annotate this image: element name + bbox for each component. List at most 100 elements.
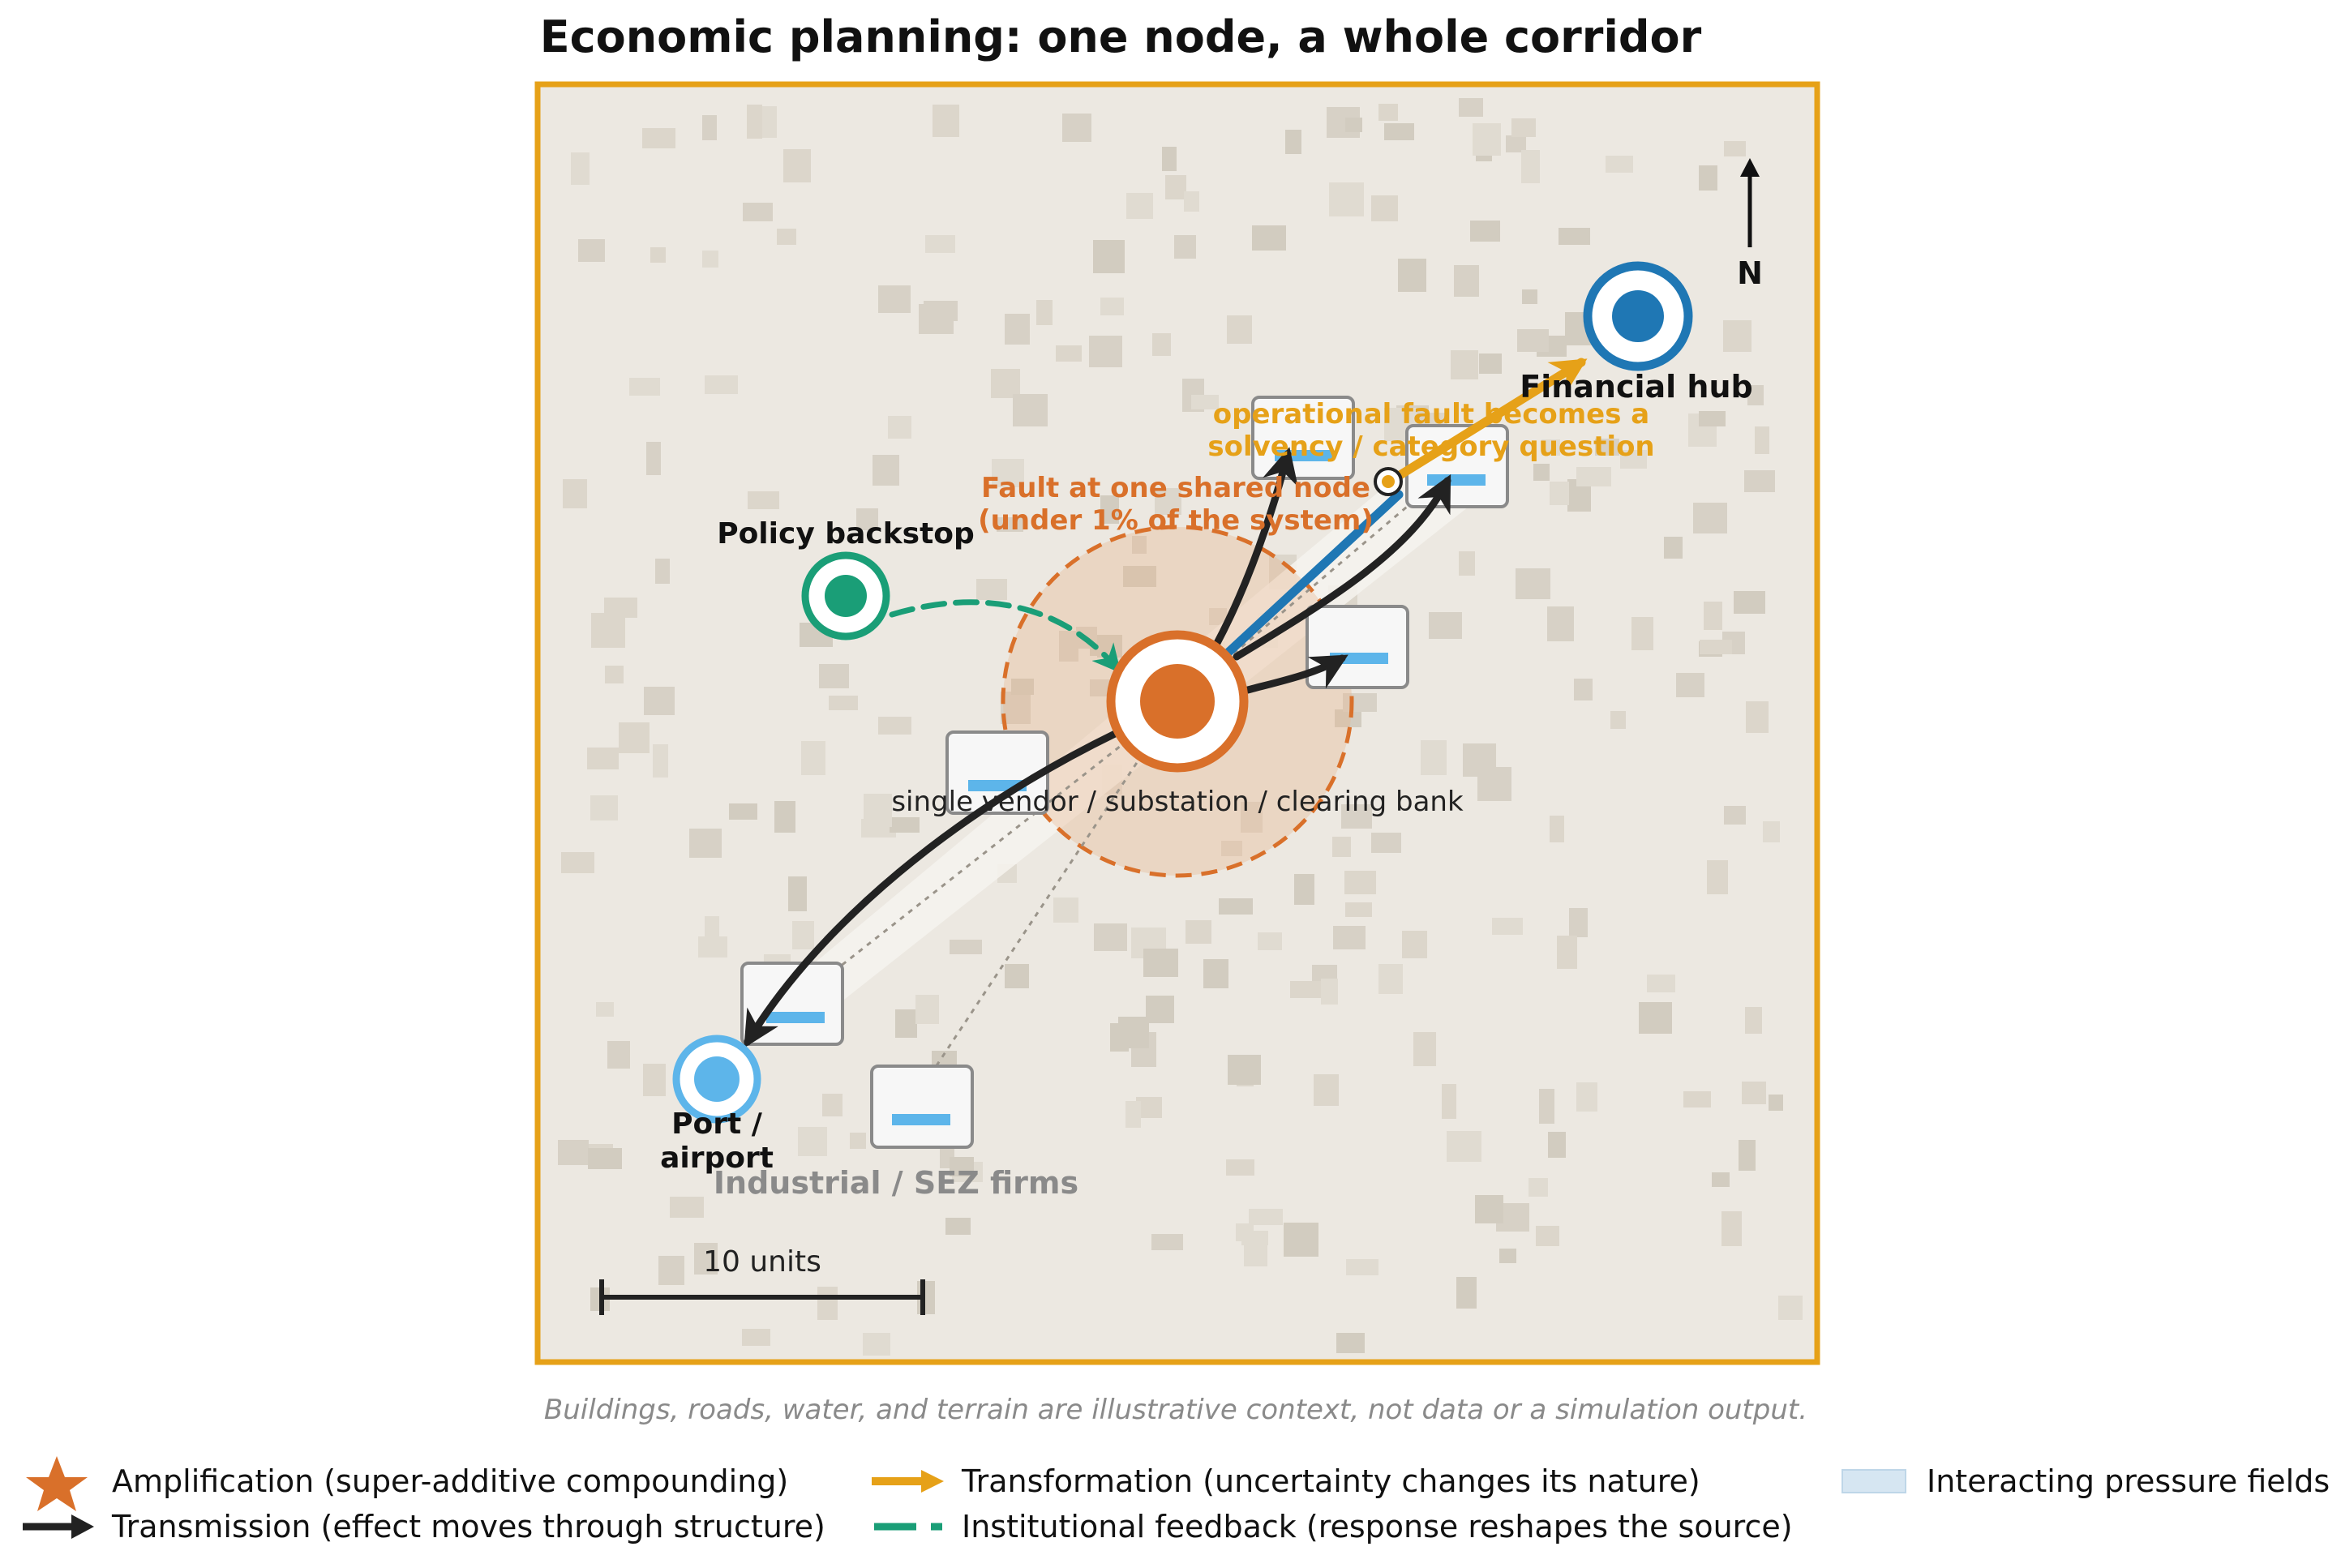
- building-block: [1451, 350, 1478, 379]
- legend-item-feedback: Institutional feedback (response reshape…: [874, 1509, 1793, 1544]
- port-airport-label-line2: airport: [660, 1142, 774, 1175]
- building-block: [1329, 182, 1364, 216]
- building-block: [1398, 259, 1426, 292]
- building-block: [1378, 104, 1398, 121]
- building-block: [997, 517, 1023, 532]
- building-block: [1506, 135, 1526, 152]
- legend-label: Institutional feedback (response reshape…: [962, 1509, 1793, 1544]
- building-block: [658, 1256, 684, 1285]
- building-block: [1664, 537, 1683, 559]
- building-block: [1746, 701, 1769, 733]
- building-block: [864, 794, 892, 827]
- building-block: [1516, 568, 1550, 599]
- legend-label: Amplification (super-additive compoundin…: [112, 1463, 788, 1499]
- building-block: [646, 442, 661, 475]
- building-block: [1345, 118, 1362, 132]
- building-block: [888, 416, 911, 439]
- building-block: [650, 247, 666, 263]
- building-block: [1576, 467, 1611, 486]
- building-block: [1100, 495, 1119, 524]
- building-block: [591, 613, 625, 648]
- building-block: [1146, 996, 1174, 1023]
- building-block: [607, 1041, 630, 1069]
- building-block: [945, 1218, 971, 1235]
- building-block: [792, 921, 814, 949]
- building-block: [1470, 221, 1500, 242]
- building-block: [829, 696, 858, 710]
- industrial-label: Industrial / SEZ firms: [714, 1165, 1078, 1201]
- building-block: [1132, 536, 1147, 554]
- building-block: [1683, 1091, 1711, 1107]
- building-block: [1341, 804, 1372, 829]
- building-block: [571, 152, 590, 185]
- transformation-arrow: [1383, 358, 1588, 487]
- building-block: [1402, 931, 1427, 958]
- building-block: [1371, 833, 1401, 853]
- building-block: [1742, 1082, 1766, 1104]
- building-block: [1739, 1140, 1756, 1171]
- building-block: [1335, 709, 1361, 727]
- building-block: [1384, 123, 1414, 140]
- building-block: [1321, 979, 1338, 1005]
- arrow-icon: [23, 1514, 94, 1539]
- building-block: [605, 666, 624, 683]
- building-block: [1721, 1211, 1742, 1246]
- building-block: [1647, 975, 1675, 992]
- building-block: [1631, 617, 1653, 650]
- building-block: [1371, 195, 1398, 221]
- building-block: [1676, 673, 1704, 697]
- building-block: [1557, 936, 1577, 969]
- fault-annotation-line2: (under 1% of the system): [978, 504, 1374, 537]
- building-block: [1429, 612, 1462, 639]
- legend-item-transformation: Transformation (uncertainty changes its …: [872, 1463, 1700, 1499]
- building-block: [1005, 314, 1030, 345]
- building-block: [1595, 439, 1619, 456]
- building-block: [1712, 1172, 1730, 1187]
- compass-label: N: [1737, 255, 1763, 291]
- building-block: [1294, 874, 1314, 905]
- building-block: [1100, 298, 1124, 315]
- building-block: [1036, 300, 1053, 325]
- building-block: [1699, 165, 1717, 191]
- building-block: [629, 378, 660, 396]
- building-block: [619, 722, 650, 753]
- orange-arrow-icon: [872, 1470, 944, 1493]
- building-block: [1226, 1159, 1254, 1176]
- building-block: [1747, 385, 1764, 405]
- building-block: [1089, 336, 1122, 367]
- asset-box-industrial: [870, 1065, 974, 1149]
- building-block: [1336, 1333, 1365, 1353]
- transformation-annotation-line2: solvency / category question: [1207, 431, 1654, 463]
- building-block: [1346, 1259, 1378, 1275]
- building-block: [1332, 837, 1351, 857]
- building-block: [798, 1127, 827, 1156]
- building-block: [1477, 767, 1511, 801]
- legend-item-amplification: Amplification (super-additive compoundin…: [26, 1456, 788, 1511]
- building-block: [1541, 439, 1560, 456]
- building-block: [1005, 964, 1029, 988]
- star-icon: [26, 1456, 88, 1511]
- building-block: [895, 1009, 917, 1038]
- building-block: [1723, 320, 1751, 352]
- building-block: [915, 995, 939, 1024]
- building-block: [1745, 1007, 1762, 1034]
- building-block: [1165, 175, 1186, 199]
- building-block: [1734, 591, 1765, 614]
- north-arrow-icon: [1740, 158, 1760, 247]
- building-block: [1203, 959, 1228, 988]
- building-block: [850, 1133, 866, 1149]
- building-block: [563, 479, 587, 508]
- building-block: [1126, 193, 1153, 219]
- building-block: [1442, 1084, 1456, 1119]
- building-block: [1456, 1277, 1477, 1309]
- building-block: [774, 801, 795, 833]
- building-block: [1258, 932, 1282, 950]
- institutional-feedback-arrow: [889, 599, 1121, 674]
- building-block: [1459, 98, 1483, 117]
- building-block: [1693, 503, 1727, 533]
- transmission-arrow-north: [1212, 447, 1298, 649]
- transmission-arrow-hub: [1233, 474, 1451, 661]
- policy-backstop-label: Policy backstop: [717, 517, 975, 551]
- building-block: [742, 1329, 770, 1346]
- building-block: [1475, 1195, 1503, 1223]
